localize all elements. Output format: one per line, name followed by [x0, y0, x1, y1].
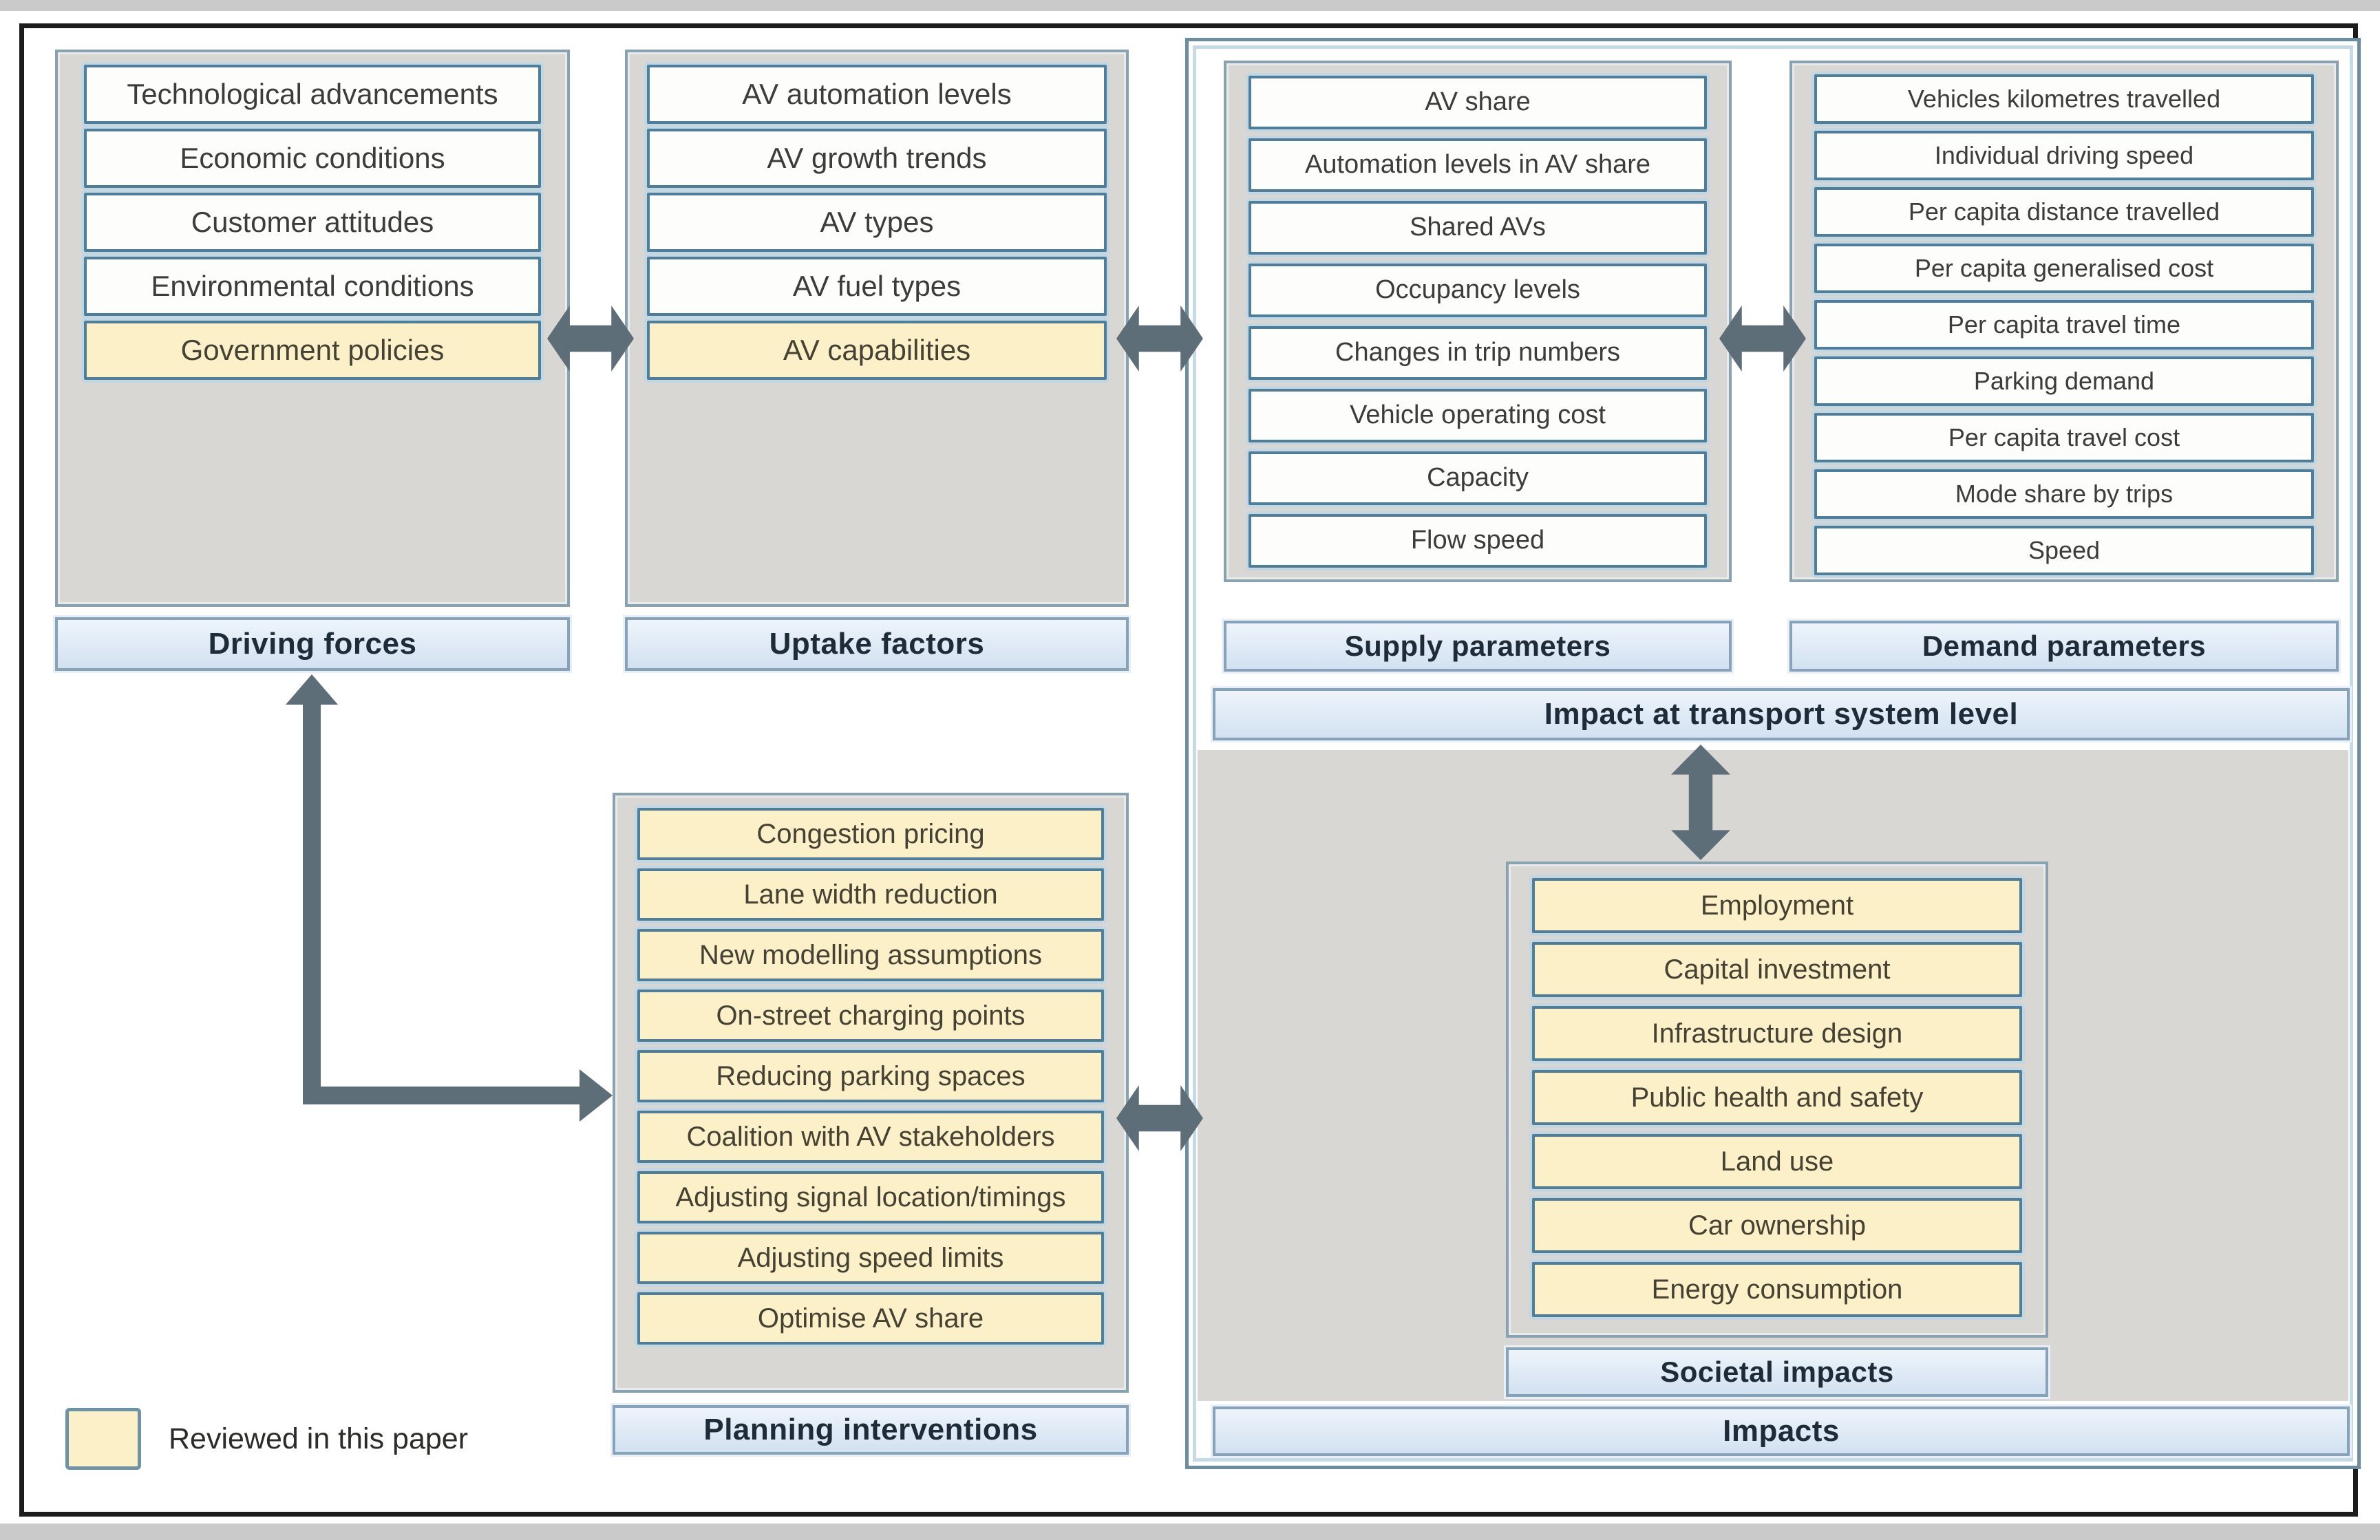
item-box: On-street charging points	[637, 990, 1104, 1042]
item-box: Speed	[1814, 526, 2314, 575]
item-box: Optimise AV share	[637, 1292, 1104, 1345]
item-box: Environmental conditions	[84, 257, 541, 316]
item-box: Economic conditions	[84, 129, 541, 188]
item-box: Employment	[1532, 878, 2022, 933]
item-box: Public health and safety	[1532, 1070, 2022, 1125]
item-box: Coalition with AV stakeholders	[637, 1111, 1104, 1163]
item-box: AV share	[1249, 76, 1707, 129]
item-box: Flow speed	[1249, 514, 1707, 568]
item-box: Per capita travel time	[1814, 300, 2314, 350]
item-box: Government policies	[84, 321, 541, 380]
item-box: Per capita travel cost	[1814, 413, 2314, 462]
planning-interventions-label: Planning interventions	[613, 1405, 1129, 1455]
item-box: Capital investment	[1532, 942, 2022, 997]
item-box: Land use	[1532, 1134, 2022, 1189]
item-box: Capacity	[1249, 451, 1707, 505]
item-box: Shared AVs	[1249, 201, 1707, 255]
item-box: AV types	[647, 193, 1107, 252]
item-box: Mode share by trips	[1814, 469, 2314, 519]
societal-impacts-label: Societal impacts	[1506, 1347, 2048, 1397]
l-arrow-horizontal-segment	[303, 1087, 581, 1104]
item-box: Occupancy levels	[1249, 264, 1707, 317]
driving-forces-label: Driving forces	[55, 617, 570, 671]
item-box: Vehicle operating cost	[1249, 389, 1707, 442]
item-box: Per capita distance travelled	[1814, 187, 2314, 237]
item-box: AV growth trends	[647, 129, 1107, 188]
uptake-factors-label: Uptake factors	[625, 617, 1129, 671]
demand-parameters-label: Demand parameters	[1789, 621, 2339, 672]
item-box: AV automation levels	[647, 65, 1107, 124]
item-box: Per capita generalised cost	[1814, 244, 2314, 293]
item-box: Lane width reduction	[637, 868, 1104, 921]
item-box: Automation levels in AV share	[1249, 138, 1707, 192]
item-box: Infrastructure design	[1532, 1006, 2022, 1061]
item-box: Changes in trip numbers	[1249, 326, 1707, 380]
item-box: New modelling assumptions	[637, 929, 1104, 981]
item-box: AV fuel types	[647, 257, 1107, 316]
page-edge-bottom	[0, 1523, 2380, 1540]
item-box: Adjusting speed limits	[637, 1232, 1104, 1284]
item-box: Reducing parking spaces	[637, 1050, 1104, 1102]
legend-reviewed-swatch	[65, 1408, 141, 1470]
item-box: Vehicles kilometres travelled	[1814, 74, 2314, 124]
item-box: Energy consumption	[1532, 1262, 2022, 1317]
page-edge-top	[0, 0, 2380, 11]
item-box: Congestion pricing	[637, 808, 1104, 860]
item-box: Customer attitudes	[84, 193, 541, 252]
item-box: Adjusting signal location/timings	[637, 1171, 1104, 1223]
legend-reviewed-label: Reviewed in this paper	[169, 1422, 469, 1455]
impact-transport-system-level-bar: Impact at transport system level	[1213, 688, 2350, 740]
item-box: Parking demand	[1814, 356, 2314, 406]
item-box: Individual driving speed	[1814, 131, 2314, 180]
l-arrow-vertical-segment	[303, 703, 321, 1104]
supply-parameters-label: Supply parameters	[1224, 621, 1732, 672]
item-box: Car ownership	[1532, 1198, 2022, 1253]
item-box: Technological advancements	[84, 65, 541, 124]
impacts-label: Impacts	[1213, 1407, 2350, 1456]
item-box: AV capabilities	[647, 321, 1107, 380]
